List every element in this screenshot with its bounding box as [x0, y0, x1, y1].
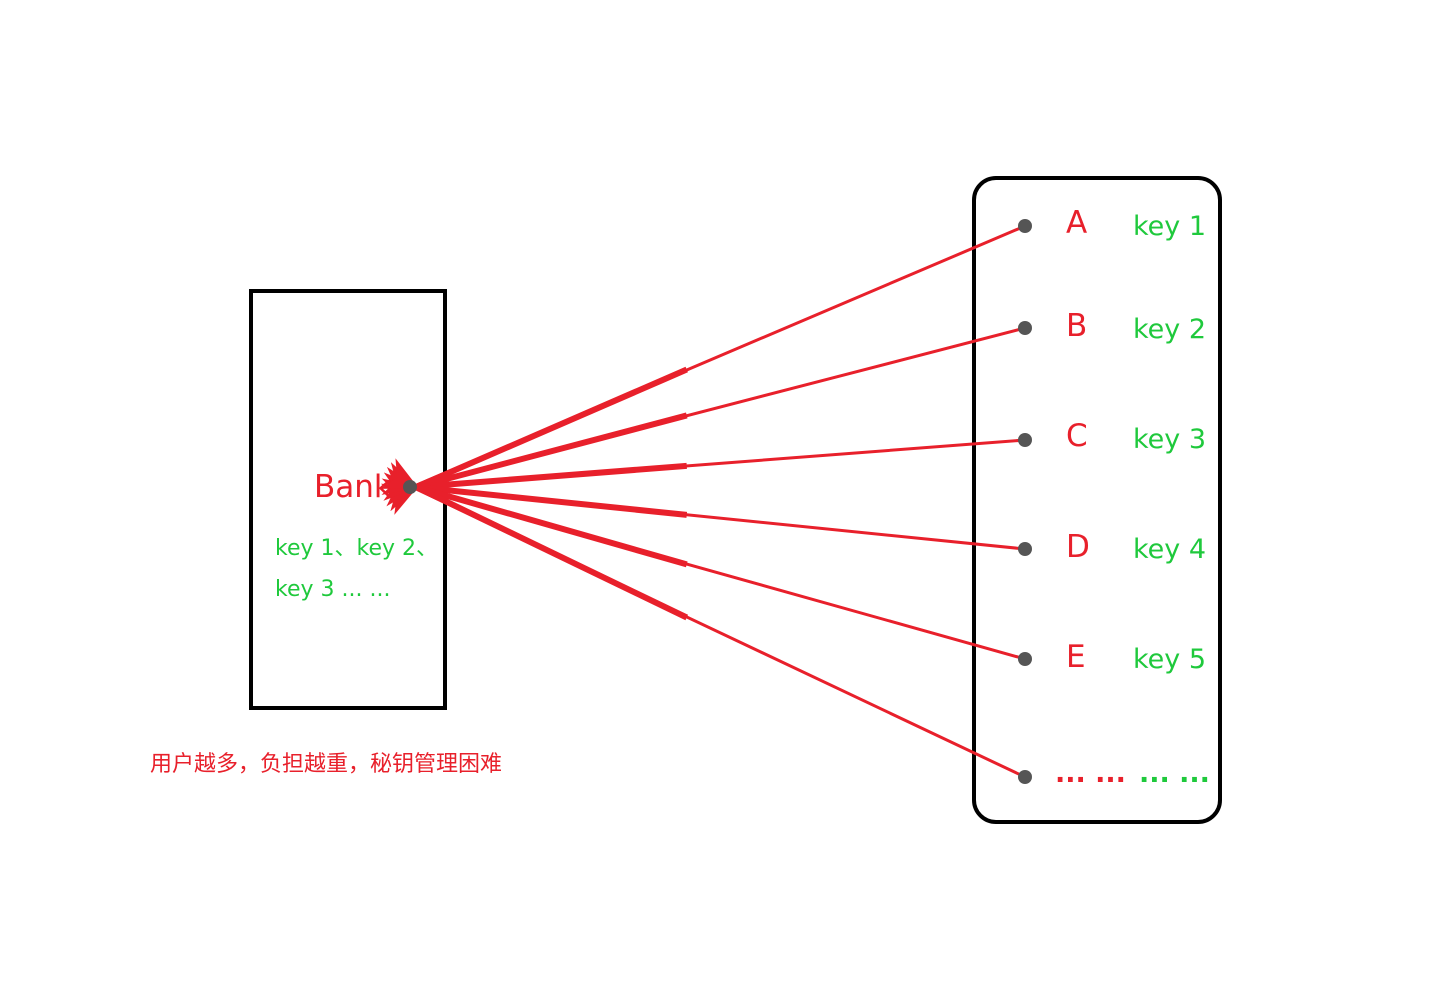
user-connector-dot-3: [1018, 433, 1032, 447]
user-d-label: D: [1066, 529, 1090, 565]
bank-connector-dot: [403, 480, 417, 494]
user-connector-dot-5: [1018, 652, 1032, 666]
connector-dot-group: [403, 219, 1032, 784]
user-d-key: key 4: [1133, 534, 1207, 565]
user-e-label: E: [1066, 639, 1086, 675]
arrow-shaft-1: [380, 366, 688, 515]
user-more-key: ... ...: [1139, 758, 1210, 789]
arrow-shaft-3: [383, 462, 687, 507]
arrow-shaft-4: [383, 466, 688, 518]
user-e-key: key 5: [1133, 644, 1207, 675]
user-c-label: C: [1066, 418, 1088, 454]
user-c-key: key 3: [1133, 424, 1207, 455]
caption: 用户越多，负担越重，秘钥管理困难: [150, 752, 503, 777]
arrow-shaft-2: [381, 412, 688, 512]
user-b-key: key 2: [1133, 314, 1207, 345]
user-b-label: B: [1066, 308, 1088, 344]
user-connector-dot-4: [1018, 542, 1032, 556]
arrow-group: [380, 224, 1027, 779]
bank-label: Bank: [314, 469, 392, 505]
user-a-key: key 1: [1133, 211, 1207, 242]
users-box: [972, 176, 1222, 824]
bank-keys-line-1: key 1、key 2、: [275, 536, 439, 561]
arrow-shaft-6: [380, 458, 689, 621]
user-connector-dot-6: [1018, 770, 1032, 784]
bank-keys-line-2: key 3 ... ...: [275, 577, 391, 602]
user-connector-dot-1: [1018, 219, 1032, 233]
user-a-label: A: [1066, 205, 1088, 241]
arrow-shaft-5: [381, 462, 688, 568]
user-more-label: ... ...: [1055, 758, 1126, 789]
user-connector-dot-2: [1018, 321, 1032, 335]
